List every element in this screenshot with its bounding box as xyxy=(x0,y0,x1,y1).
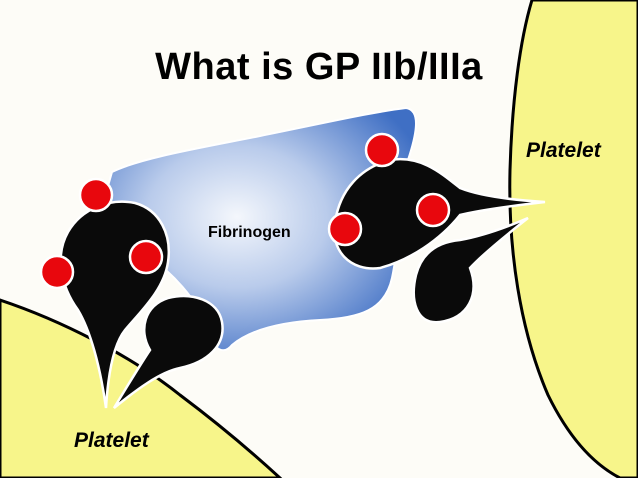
receptor-left-lower xyxy=(112,294,224,409)
binding-sites xyxy=(39,132,451,290)
binding-site-left-right xyxy=(128,239,164,275)
receptor-right-lower xyxy=(412,216,529,324)
binding-site-right-top xyxy=(364,132,400,168)
binding-site-left-side xyxy=(39,254,75,290)
platelet-right xyxy=(508,0,638,478)
platelet-right-label: Platelet xyxy=(526,139,601,162)
binding-site-left-top xyxy=(78,177,114,213)
platelet-left-label: Platelet xyxy=(74,429,149,452)
fibrinogen-molecule xyxy=(106,106,417,352)
binding-site-right-left xyxy=(327,211,363,247)
fibrinogen-label: Fibrinogen xyxy=(208,224,291,241)
binding-site-right-inner xyxy=(415,192,451,228)
slide-title: What is GP IIb/IIIa xyxy=(155,46,483,88)
